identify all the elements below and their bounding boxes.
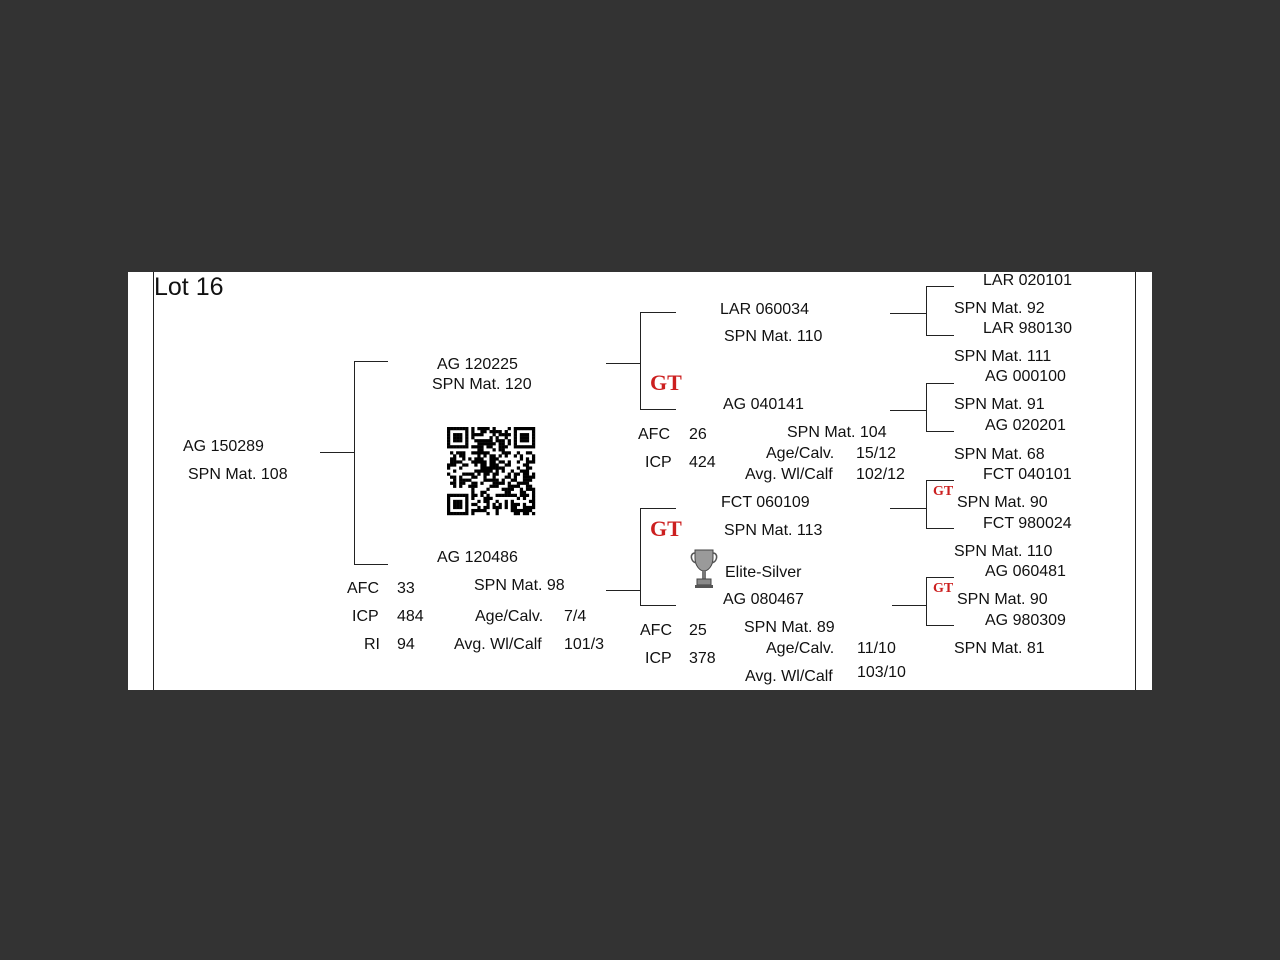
gg-lar-020101-spn: SPN Mat. 92 [954,300,1045,317]
gt-logo-icon: GT [650,516,682,541]
bracket-line [606,363,640,364]
animal-spn: SPN Mat. 108 [188,466,288,483]
sire-dam-avg-label: Avg. Wl/Calf [745,466,833,483]
left-border-line [153,272,154,690]
sire-spn: SPN Mat. 120 [432,376,532,393]
dam-ri-value: 94 [397,636,415,653]
gt-logo-icon: GT [650,370,682,395]
bracket-line [890,508,926,509]
dam-spn: SPN Mat. 98 [474,577,565,594]
bracket-line [926,577,954,578]
dam-dam-award: Elite-Silver [725,564,802,581]
dam-avg-label: Avg. Wl/Calf [454,636,542,653]
dam-ri-label: RI [364,636,380,653]
dam-dam-age-label: Age/Calv. [766,640,835,657]
dam-dam-avg-value: 103/10 [857,664,906,681]
sire-dam-avg-value: 102/12 [856,466,905,483]
gg-lar-020101-id: LAR 020101 [983,272,1072,289]
dam-sire-spn: SPN Mat. 113 [724,522,823,539]
dam-age-value: 7/4 [564,608,587,625]
gg-fct-040101-spn: SPN Mat. 90 [957,494,1048,511]
dam-icp-label: ICP [352,608,379,625]
bracket-line [926,383,927,431]
dam-dam-id: AG 080467 [723,591,804,608]
trophy-icon [690,549,718,588]
lot-title: Lot 16 [154,273,224,301]
bracket-line [926,431,954,432]
bracket-line [926,286,927,335]
gg-ag-020201-id: AG 020201 [985,417,1066,434]
sire-dam-spn: SPN Mat. 104 [787,424,887,441]
bracket-line [640,508,641,605]
bracket-line [640,508,676,509]
bracket-line [640,312,676,313]
sire-sire-id: LAR 060034 [720,301,809,318]
bracket-line [354,361,388,362]
dam-age-label: Age/Calv. [475,608,544,625]
bracket-line [926,577,927,625]
sire-dam-age-label: Age/Calv. [766,445,835,462]
bracket-line [926,383,954,384]
gg-fct-980024-spn: SPN Mat. 110 [954,543,1053,560]
sire-dam-afc-value: 26 [689,426,707,443]
gg-fct-040101-id: FCT 040101 [983,466,1072,483]
bracket-line [320,452,354,453]
bracket-line [926,528,954,529]
qr-code[interactable] [447,427,536,516]
bracket-line [926,480,927,528]
gg-ag-980309-id: AG 980309 [985,612,1066,629]
gt-logo-icon: GT [933,581,954,596]
dam-dam-age-value: 11/10 [857,640,896,657]
animal-id: AG 150289 [183,438,264,455]
sire-dam-icp-label: ICP [645,454,672,471]
dam-sire-id: FCT 060109 [721,494,810,511]
sire-dam-id: AG 040141 [723,396,804,413]
gt-logo-icon: GT [933,484,954,499]
dam-dam-afc-label: AFC [640,622,672,639]
gg-ag-000100-spn: SPN Mat. 91 [954,396,1045,413]
gg-lar-980130-spn: SPN Mat. 111 [954,348,1052,365]
bracket-line [354,361,355,564]
dam-icp-value: 484 [397,608,424,625]
bracket-line [926,335,954,336]
right-border-line [1135,272,1136,690]
dam-dam-icp-value: 378 [689,650,716,667]
dam-dam-avg-label: Avg. Wl/Calf [745,668,833,685]
sire-sire-spn: SPN Mat. 110 [724,328,823,345]
gg-fct-980024-id: FCT 980024 [983,515,1072,532]
dam-id: AG 120486 [437,549,518,566]
sire-dam-age-value: 15/12 [856,445,897,462]
bracket-line [890,313,926,314]
bracket-line [640,409,676,410]
sire-id: AG 120225 [437,356,518,373]
bracket-line [640,605,676,606]
pedigree-sheet: Lot 16 AG 150289 SPN Mat. 108 AG 120225 … [128,272,1152,690]
dam-afc-value: 33 [397,580,415,597]
gg-ag-000100-id: AG 000100 [985,368,1066,385]
dam-dam-spn: SPN Mat. 89 [744,619,835,636]
sire-dam-afc-label: AFC [638,426,670,443]
bracket-line [890,410,926,411]
dam-dam-icp-label: ICP [645,650,672,667]
bracket-line [926,480,954,481]
bracket-line [892,605,926,606]
sire-dam-icp-value: 424 [689,454,716,471]
dam-afc-label: AFC [347,580,379,597]
gg-ag-020201-spn: SPN Mat. 68 [954,446,1045,463]
bracket-line [926,286,954,287]
bracket-line [606,590,640,591]
dam-avg-value: 101/3 [564,636,605,653]
bracket-line [354,564,388,565]
gg-ag-060481-spn: SPN Mat. 90 [957,591,1048,608]
gg-ag-980309-spn: SPN Mat. 81 [954,640,1045,657]
bracket-line [926,625,954,626]
gg-ag-060481-id: AG 060481 [985,563,1066,580]
dam-dam-afc-value: 25 [689,622,707,639]
bracket-line [640,312,641,409]
gg-lar-980130-id: LAR 980130 [983,320,1072,337]
